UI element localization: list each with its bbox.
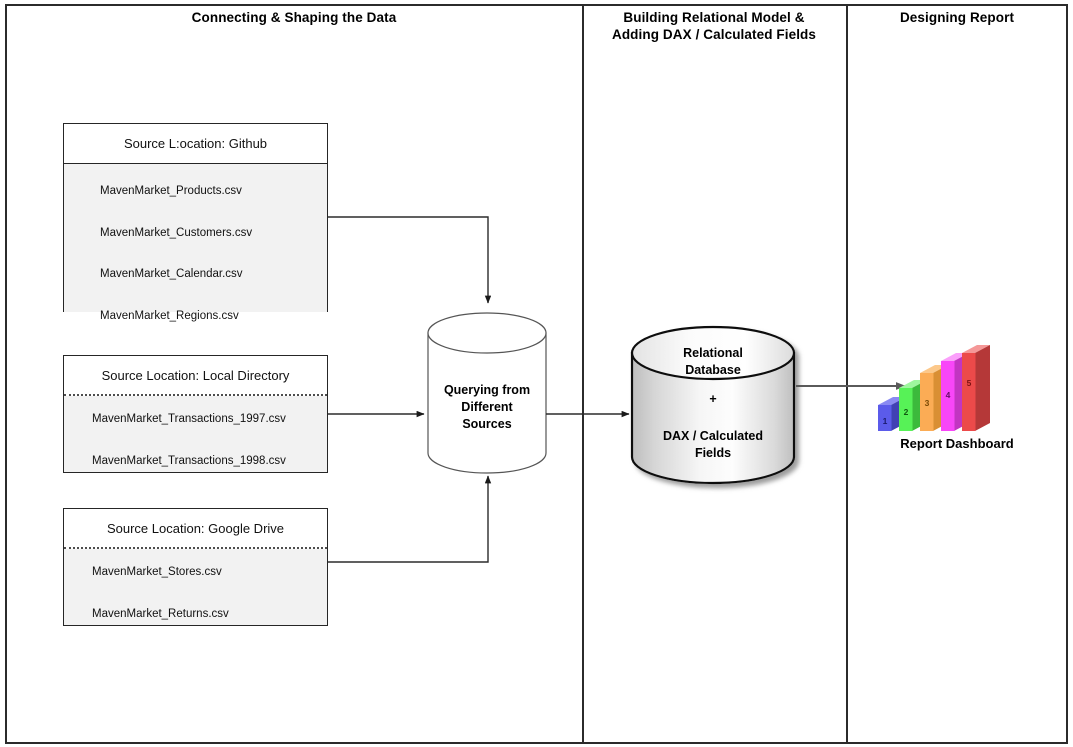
query-cylinder-line2: Different [461, 400, 513, 414]
connector-gdrive-to-query [328, 475, 492, 563]
column-divider-1 [582, 4, 584, 744]
source-file-item: MavenMarket_Calendar.csv [100, 268, 243, 280]
source-header-github: Source L:ocation: Github [64, 124, 327, 164]
connector-github-to-query [328, 216, 492, 304]
column-divider-2 [846, 4, 848, 744]
source-file-list-local-directory: MavenMarket_Transactions_1997.csv MavenM… [64, 396, 327, 472]
database-plus-separator: + [709, 392, 717, 406]
column-title-modeling: Building Relational Model & Adding DAX /… [584, 9, 844, 43]
report-dashboard-chart-icon: 1 2 3 4 [878, 345, 990, 431]
source-box-google-drive[interactable]: Source Location: Google Drive MavenMarke… [63, 508, 328, 626]
column-title-connecting: Connecting & Shaping the Data [191, 10, 397, 25]
chart-bar-4: 4 [941, 353, 969, 431]
svg-text:3: 3 [925, 398, 930, 408]
database-bottom-line2: Fields [694, 446, 732, 460]
source-box-local-directory[interactable]: Source Location: Local Directory MavenMa… [63, 355, 328, 473]
column-title-modeling-line2: Adding DAX / Calculated Fields [611, 27, 817, 42]
database-top-line1: Relational [683, 346, 743, 360]
chart-bar-3: 3 [920, 365, 948, 431]
source-file-item: MavenMarket_Customers.csv [100, 226, 253, 239]
svg-text:1: 1 [883, 416, 888, 426]
database-top-line2: Database [685, 363, 741, 377]
svg-text:4: 4 [946, 390, 951, 400]
chart-bar-5: 5 [962, 345, 990, 431]
column-title-modeling-line1: Building Relational Model & [623, 10, 805, 25]
query-cylinder-line3: Sources [462, 417, 512, 431]
source-file-item: MavenMarket_Products.csv [100, 185, 242, 197]
database-cylinder-top-label: Relational Database [634, 345, 792, 379]
chart-bar-2: 2 [899, 380, 927, 431]
source-file-list-google-drive: MavenMarket_Stores.csv MavenMarket_Retur… [64, 549, 327, 625]
source-file-item: MavenMarket_Stores.csv [92, 566, 222, 578]
source-file-item: MavenMarket_Regions.csv [100, 309, 239, 322]
query-cylinder-line1: Querying from [443, 383, 531, 397]
source-header-local-directory: Source Location: Local Directory [64, 356, 327, 396]
source-file-item: MavenMarket_Returns.csv [92, 607, 229, 620]
chart-bar-1: 1 [878, 397, 906, 431]
database-bottom-line1: DAX / Calculated [662, 429, 764, 443]
source-header-google-drive: Source Location: Google Drive [64, 509, 327, 549]
column-title-reporting: Designing Report [899, 10, 1015, 25]
source-file-item: MavenMarket_Transactions_1997.csv [92, 413, 286, 425]
query-cylinder-label: Querying from Different Sources [424, 382, 550, 433]
svg-text:2: 2 [904, 407, 909, 417]
source-file-item: MavenMarket_Transactions_1998.csv [92, 454, 286, 467]
source-box-github[interactable]: Source L:ocation: Github MavenMarket_Pro… [63, 123, 328, 321]
source-file-list-github: MavenMarket_Products.csv MavenMarket_Cus… [64, 164, 327, 321]
database-cylinder-bottom-label: DAX / Calculated Fields [634, 428, 792, 462]
report-dashboard-label: Report Dashboard [900, 436, 1014, 451]
svg-text:5: 5 [967, 378, 972, 388]
